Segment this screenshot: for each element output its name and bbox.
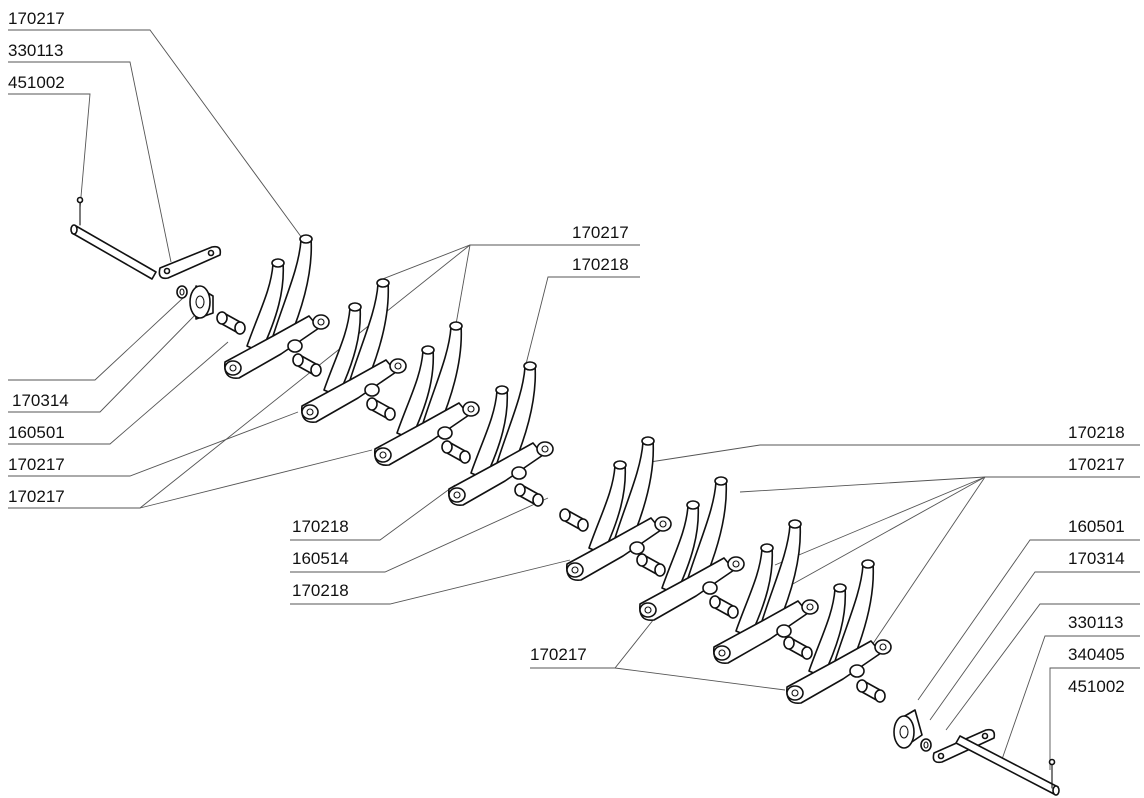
label-left-170217-b: 170217 xyxy=(8,487,65,506)
fork-assembly-4 xyxy=(447,361,554,506)
spacer-bushing-2 xyxy=(292,353,322,377)
label-right-170314: 170314 xyxy=(1068,549,1125,568)
fork-assembly-8 xyxy=(785,559,892,704)
labels-middle: 170217 170218 170218 160514 170218 xyxy=(292,223,629,600)
label-mid-170218-a: 170218 xyxy=(292,517,349,536)
label-left-170217-a: 170217 xyxy=(8,455,65,474)
leader-lines xyxy=(8,29,1140,770)
label-right-340405: 340405 xyxy=(1068,645,1125,664)
spacer-bushing-5 xyxy=(514,483,544,507)
spacer-bushing-4 xyxy=(441,440,471,464)
spacer-bushing-1 xyxy=(216,311,246,335)
spacer-bushing-10 xyxy=(856,679,886,703)
washer-right xyxy=(920,738,932,752)
fork-assembly-5 xyxy=(565,436,672,581)
split-pin-left xyxy=(76,196,84,226)
roller-right xyxy=(893,709,923,749)
plate-left xyxy=(158,245,222,280)
label-left-330113: 330113 xyxy=(8,41,63,60)
label-bottom-170217: 170217 xyxy=(530,645,587,664)
fork-assemblies xyxy=(223,234,892,704)
fork-assembly-6 xyxy=(638,476,745,621)
split-pin-right xyxy=(1048,758,1056,789)
label-right-160501: 160501 xyxy=(1068,517,1125,536)
label-left-170314: 170314 xyxy=(12,391,69,410)
parts-group xyxy=(70,196,1060,796)
label-mid-170218-top: 170218 xyxy=(572,255,629,274)
spacer-bushing-3 xyxy=(366,397,396,421)
shaft-right xyxy=(955,735,1060,796)
labels-left: 170217 330113 451002 170314 160501 17021… xyxy=(8,9,69,506)
label-right-330113: 330113 xyxy=(1068,613,1123,632)
labels-right: 170218 170217 160501 170314 330113 34040… xyxy=(530,423,1125,696)
roller-left xyxy=(189,285,214,320)
label-left-451002: 451002 xyxy=(8,73,65,92)
spacer-bushing-9 xyxy=(783,636,813,660)
spacer-bushing-8 xyxy=(709,595,739,619)
label-right-451002: 451002 xyxy=(1068,677,1125,696)
label-right-170218: 170218 xyxy=(1068,423,1125,442)
label-left-160501: 160501 xyxy=(8,423,65,442)
spacer-bushings xyxy=(216,311,886,703)
fork-assembly-3 xyxy=(373,321,480,466)
washer-left xyxy=(176,285,188,299)
spacer-bushing-6 xyxy=(559,508,589,532)
label-mid-160514: 160514 xyxy=(292,549,349,568)
label-mid-170217: 170217 xyxy=(572,223,629,242)
fork-assembly-2 xyxy=(300,278,407,423)
label-right-170217: 170217 xyxy=(1068,455,1125,474)
shaft-left xyxy=(70,224,157,280)
fork-assembly-1 xyxy=(223,234,330,379)
label-mid-170218-b: 170218 xyxy=(292,581,349,600)
spacer-bushing-7 xyxy=(636,553,666,577)
label-left-170217-top: 170217 xyxy=(8,9,65,28)
fork-assembly-7 xyxy=(712,519,819,664)
